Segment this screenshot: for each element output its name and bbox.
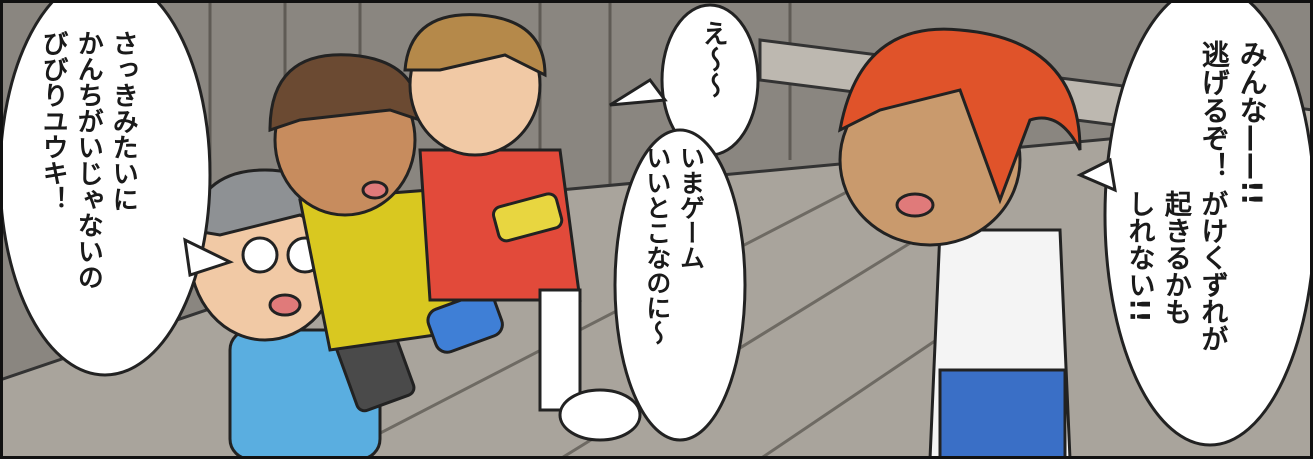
bubble-middle-bottom-line-2: いいとこなのに〜 bbox=[642, 145, 672, 345]
bubble-middle-bottom-shape bbox=[613, 128, 747, 442]
bubble-left-line-1: さっきみたいに bbox=[108, 30, 139, 212]
bubble-right-bottom-line-3: しれない!! bbox=[1123, 190, 1155, 323]
boy-yellow-vest bbox=[268, 53, 504, 354]
bubble-left-shape bbox=[0, 0, 212, 377]
bubble-right-shape bbox=[1103, 0, 1313, 447]
speech-bubble-right-bottom: がけくずれが 起きるかも しれない!! bbox=[1120, 190, 1229, 410]
boy-red-hoodie bbox=[403, 13, 642, 442]
speech-bubble-middle-bottom: いまゲーム いいとこなのに〜 bbox=[640, 145, 708, 425]
bubble-right-top-line-2: 逃げるぞ！ bbox=[1197, 40, 1231, 180]
red-haired-boy bbox=[837, 27, 1082, 459]
bubble-left-line-3: びびりユウキ！ bbox=[38, 30, 69, 212]
bubble-right-bottom-line-1: がけくずれが bbox=[1196, 190, 1228, 352]
bubble-left-line-2: かんちがいじゃないの bbox=[73, 30, 104, 290]
bubble-right-top-line-1: みんな——!! bbox=[1235, 40, 1269, 206]
bubble-right-bottom-line-2: 起きるかも bbox=[1159, 190, 1191, 325]
bubble-middle-bottom-line-1: いまゲーム bbox=[676, 145, 706, 270]
speech-bubble-middle-top: え〜〜 bbox=[695, 20, 730, 140]
speech-bubble-right-top: みんな——!! 逃げるぞ！ bbox=[1195, 40, 1271, 270]
bubble-middle-top-line-1: え〜〜 bbox=[698, 20, 729, 98]
speech-bubble-left: さっきみたいに かんちがいじゃないの びびりユウキ！ bbox=[35, 30, 140, 360]
